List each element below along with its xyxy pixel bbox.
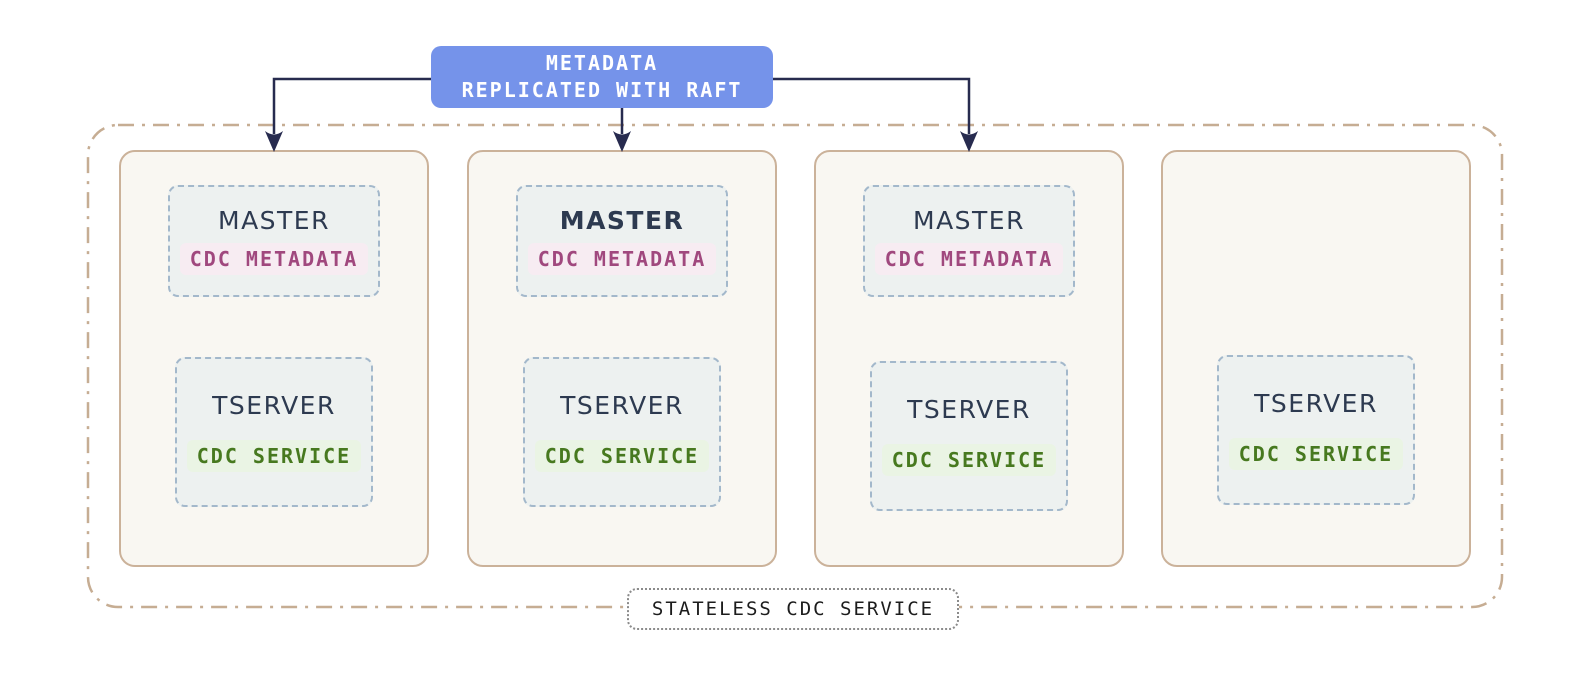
cdc-service-badge: CDC SERVICE: [1228, 437, 1404, 470]
node-1: MASTER CDC METADATA TSERVER CDC SERVICE: [119, 150, 429, 567]
tserver-box: TSERVER CDC SERVICE: [523, 357, 721, 507]
master-box: MASTER CDC METADATA: [516, 185, 728, 297]
master-box: MASTER CDC METADATA: [863, 185, 1075, 297]
arrowhead-center: [613, 131, 631, 152]
stateless-cdc-service-text: STATELESS CDC SERVICE: [651, 598, 935, 620]
cdc-service-badge: CDC SERVICE: [186, 439, 362, 472]
tserver-box: TSERVER CDC SERVICE: [175, 357, 373, 507]
tserver-box: TSERVER CDC SERVICE: [1217, 355, 1415, 505]
arrow-line-left: [272, 77, 431, 134]
master-label: MASTER: [559, 205, 685, 235]
metadata-raft-callout: METADATA REPLICATED WITH RAFT: [431, 46, 773, 108]
node-4: TSERVER CDC SERVICE: [1161, 150, 1471, 567]
arrowhead-left: [265, 131, 283, 152]
metadata-raft-line1: METADATA: [545, 51, 659, 75]
cdc-service-badge: CDC SERVICE: [881, 443, 1057, 476]
tserver-label: TSERVER: [907, 395, 1031, 425]
node-3: MASTER CDC METADATA TSERVER CDC SERVICE: [814, 150, 1124, 567]
cdc-metadata-badge: CDC METADATA: [527, 243, 717, 276]
tserver-box: TSERVER CDC SERVICE: [870, 361, 1068, 511]
master-label: MASTER: [218, 205, 330, 235]
master-label: MASTER: [913, 205, 1025, 235]
cdc-service-badge: CDC SERVICE: [534, 439, 710, 472]
cdc-metadata-badge: CDC METADATA: [874, 243, 1064, 276]
tserver-label: TSERVER: [560, 391, 684, 421]
metadata-raft-line2: REPLICATED WITH RAFT: [461, 78, 743, 102]
node-2: MASTER CDC METADATA TSERVER CDC SERVICE: [467, 150, 777, 567]
stateless-cdc-service-label: STATELESS CDC SERVICE: [627, 588, 959, 630]
tserver-label: TSERVER: [212, 391, 336, 421]
master-box: MASTER CDC METADATA: [168, 185, 380, 297]
cdc-metadata-badge: CDC METADATA: [179, 243, 369, 276]
arrowhead-right: [960, 131, 978, 152]
tserver-label: TSERVER: [1254, 389, 1378, 419]
arrow-line-right: [773, 77, 971, 134]
